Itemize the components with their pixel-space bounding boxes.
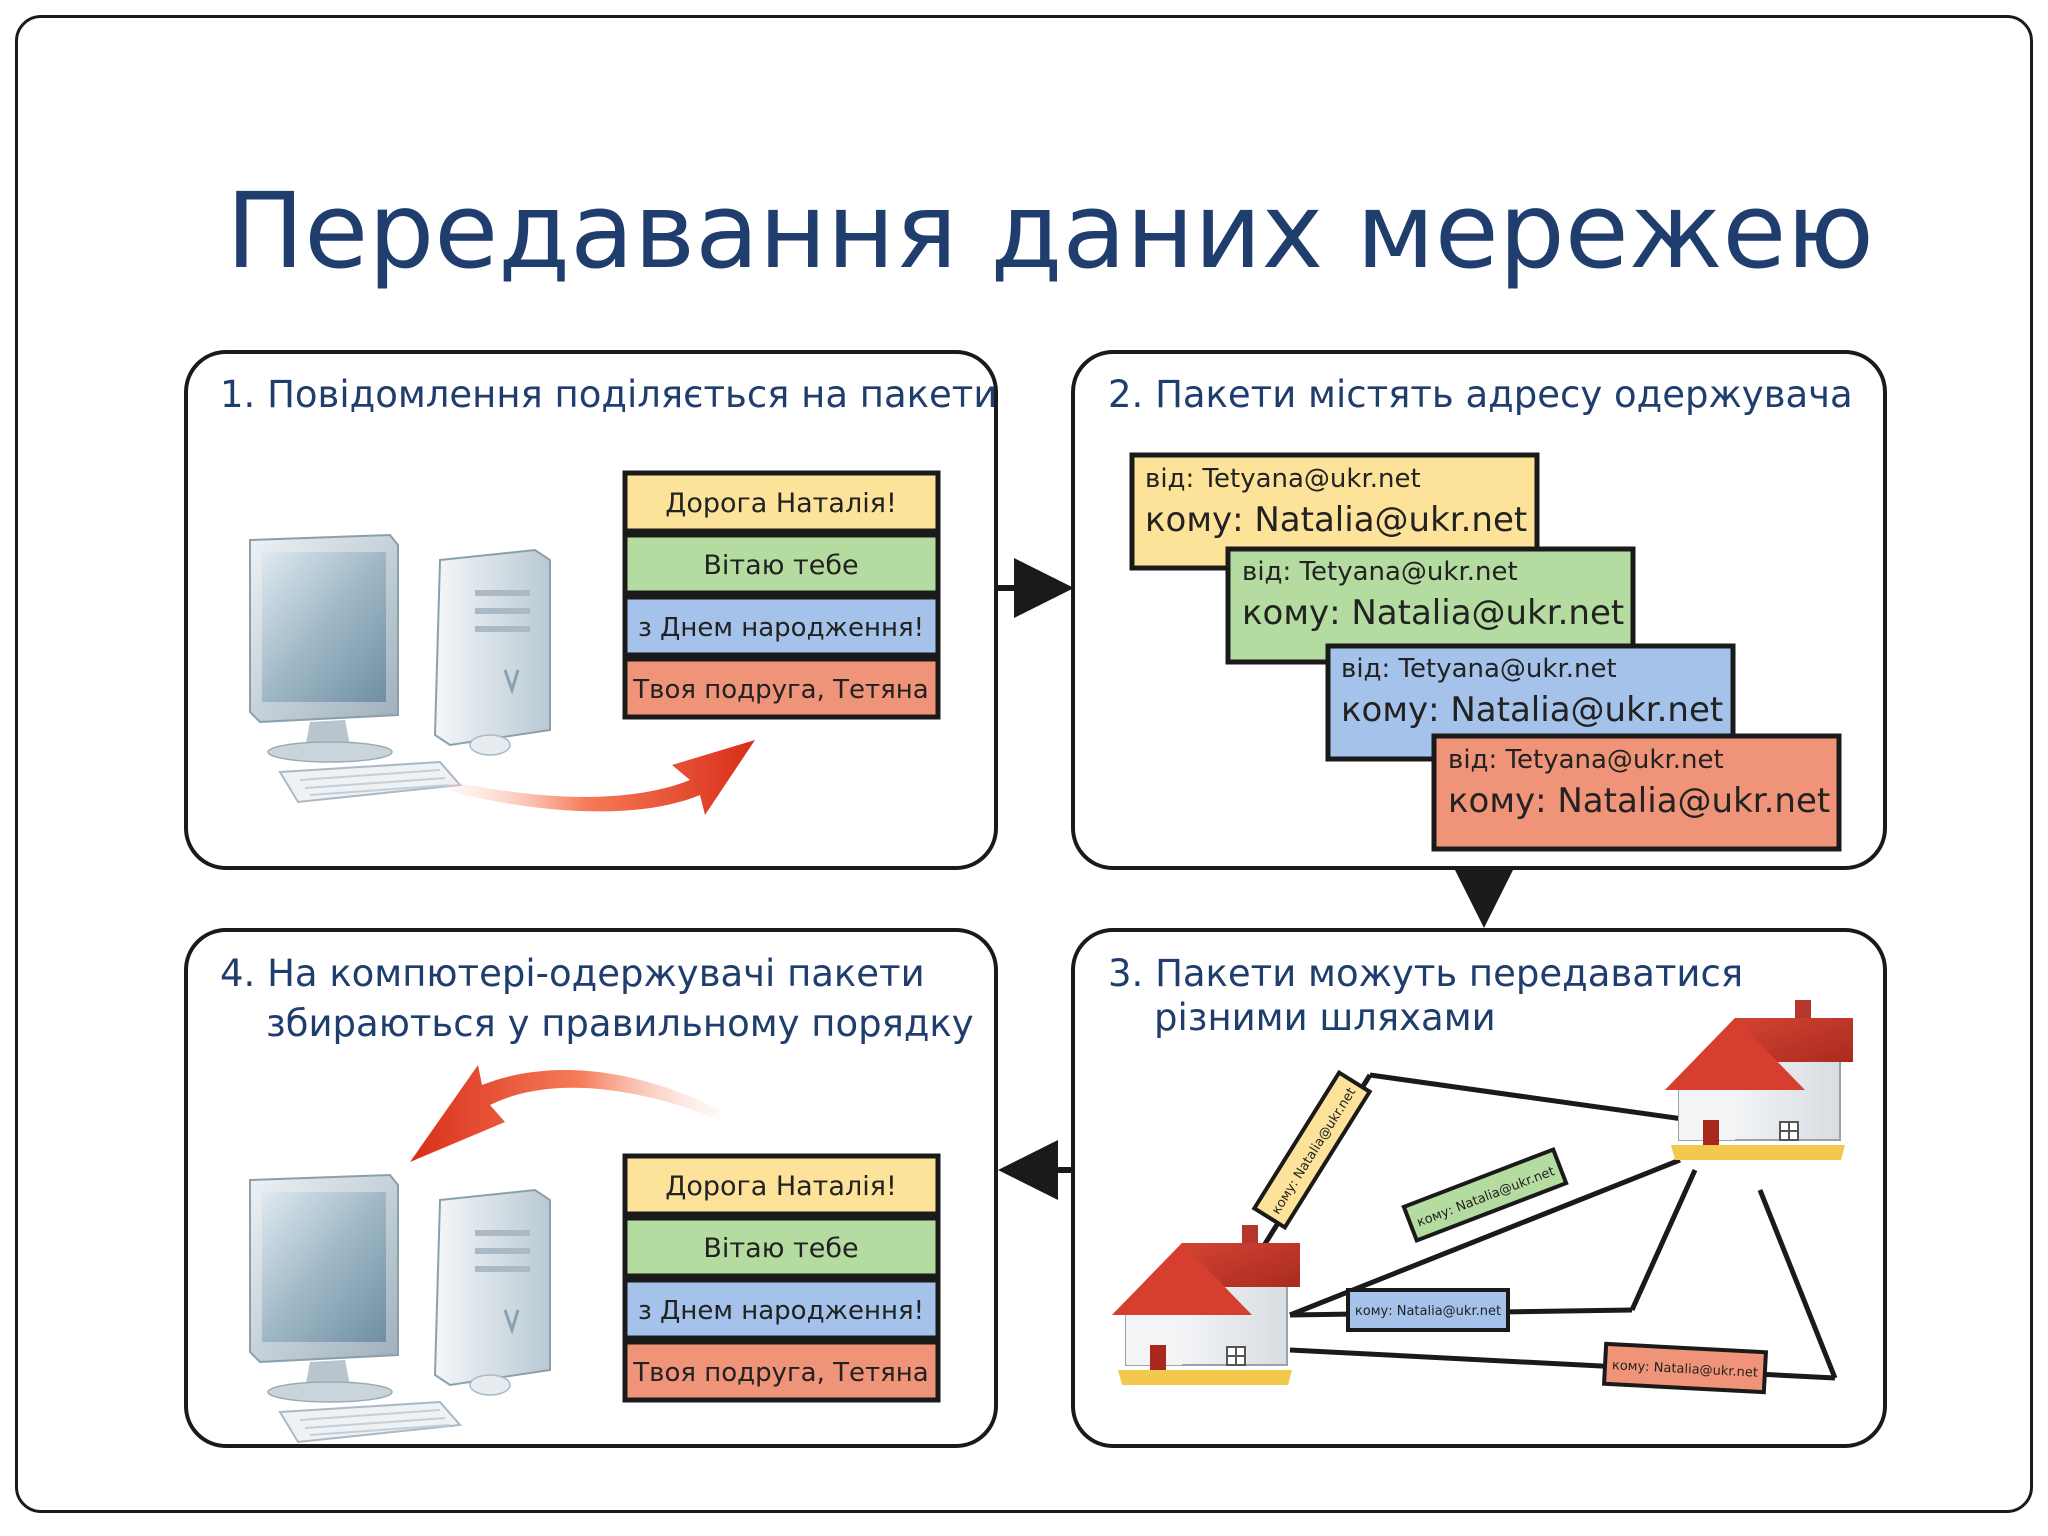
packet-text-1: Дорога Наталія! [665,488,897,519]
packet-text-2: Вітаю тебе [703,1233,858,1264]
packet-stack-receiver: Дорога Наталія! Вітаю тебе з Днем народж… [622,1153,941,1403]
envelope-to: кому: Natalia@ukr.net [1145,500,1527,540]
packet-text-1: Дорога Наталія! [665,1171,897,1202]
route-packet-orange: кому: Natalia@ukr.net [1601,1341,1769,1395]
packet-blue [622,1277,941,1341]
packet-yellow [622,470,941,534]
route-label: кому: Natalia@ukr.net [1355,1304,1501,1319]
house-icon [1665,1000,1853,1160]
envelope-to: кому: Natalia@ukr.net [1242,593,1624,633]
envelope-from: від: Tetyana@ukr.net [1242,557,1518,587]
computer-icon [249,533,551,804]
envelope-from: від: Tetyana@ukr.net [1145,464,1421,494]
packet-text-3: з Днем народження! [638,613,924,643]
packet-green [622,1215,941,1279]
envelope-green: від: Tetyana@ukr.net кому: Natalia@ukr.n… [1225,546,1636,665]
route-packet-blue: кому: Natalia@ukr.net [1346,1288,1510,1332]
envelope-orange: від: Tetyana@ukr.net кому: Natalia@ukr.n… [1431,733,1842,852]
panel-2-title: 2. Пакети містять адресу одержувача [1108,373,1853,416]
packet-text-4: Твоя подруга, Тетяна [632,675,929,705]
envelope-from: від: Tetyana@ukr.net [1341,654,1617,684]
packet-text-3: з Днем народження! [638,1296,924,1326]
receive-arrow-icon [410,1065,720,1162]
packet-green [622,532,941,596]
packet-text-2: Вітаю тебе [703,550,858,581]
packet-yellow [622,1153,941,1217]
envelope-from: від: Tetyana@ukr.net [1448,745,1724,775]
computer-icon [249,1173,551,1444]
envelope-to: кому: Natalia@ukr.net [1448,781,1830,821]
packet-blue [622,594,941,658]
slide-title: Передавання даних мережею [226,170,1874,292]
envelope-to: кому: Natalia@ukr.net [1341,690,1723,730]
send-arrow-icon [445,740,755,815]
packet-orange [622,1339,941,1403]
panel-1-title: 1. Повідомлення поділяється на пакети [220,373,997,416]
panel-4-title-line1: 4. На компютері-одержувачі пакети [220,952,925,995]
packet-stack-sender: Дорога Наталія! Вітаю тебе з Днем народж… [622,470,941,720]
addressed-packets: від: Tetyana@ukr.net кому: Natalia@ukr.n… [1129,452,1842,852]
house-icon [1112,1225,1300,1385]
packet-orange [622,656,941,720]
packet-text-4: Твоя подруга, Тетяна [632,1358,929,1388]
panel-3-title-line2: різними шляхами [1154,996,1496,1039]
envelope-blue: від: Tetyana@ukr.net кому: Natalia@ukr.n… [1325,643,1736,762]
panel-4-title-line2: збираються у правильному порядку [266,1002,974,1045]
panel-3-title-line1: 3. Пакети можуть передаватися [1108,952,1743,995]
